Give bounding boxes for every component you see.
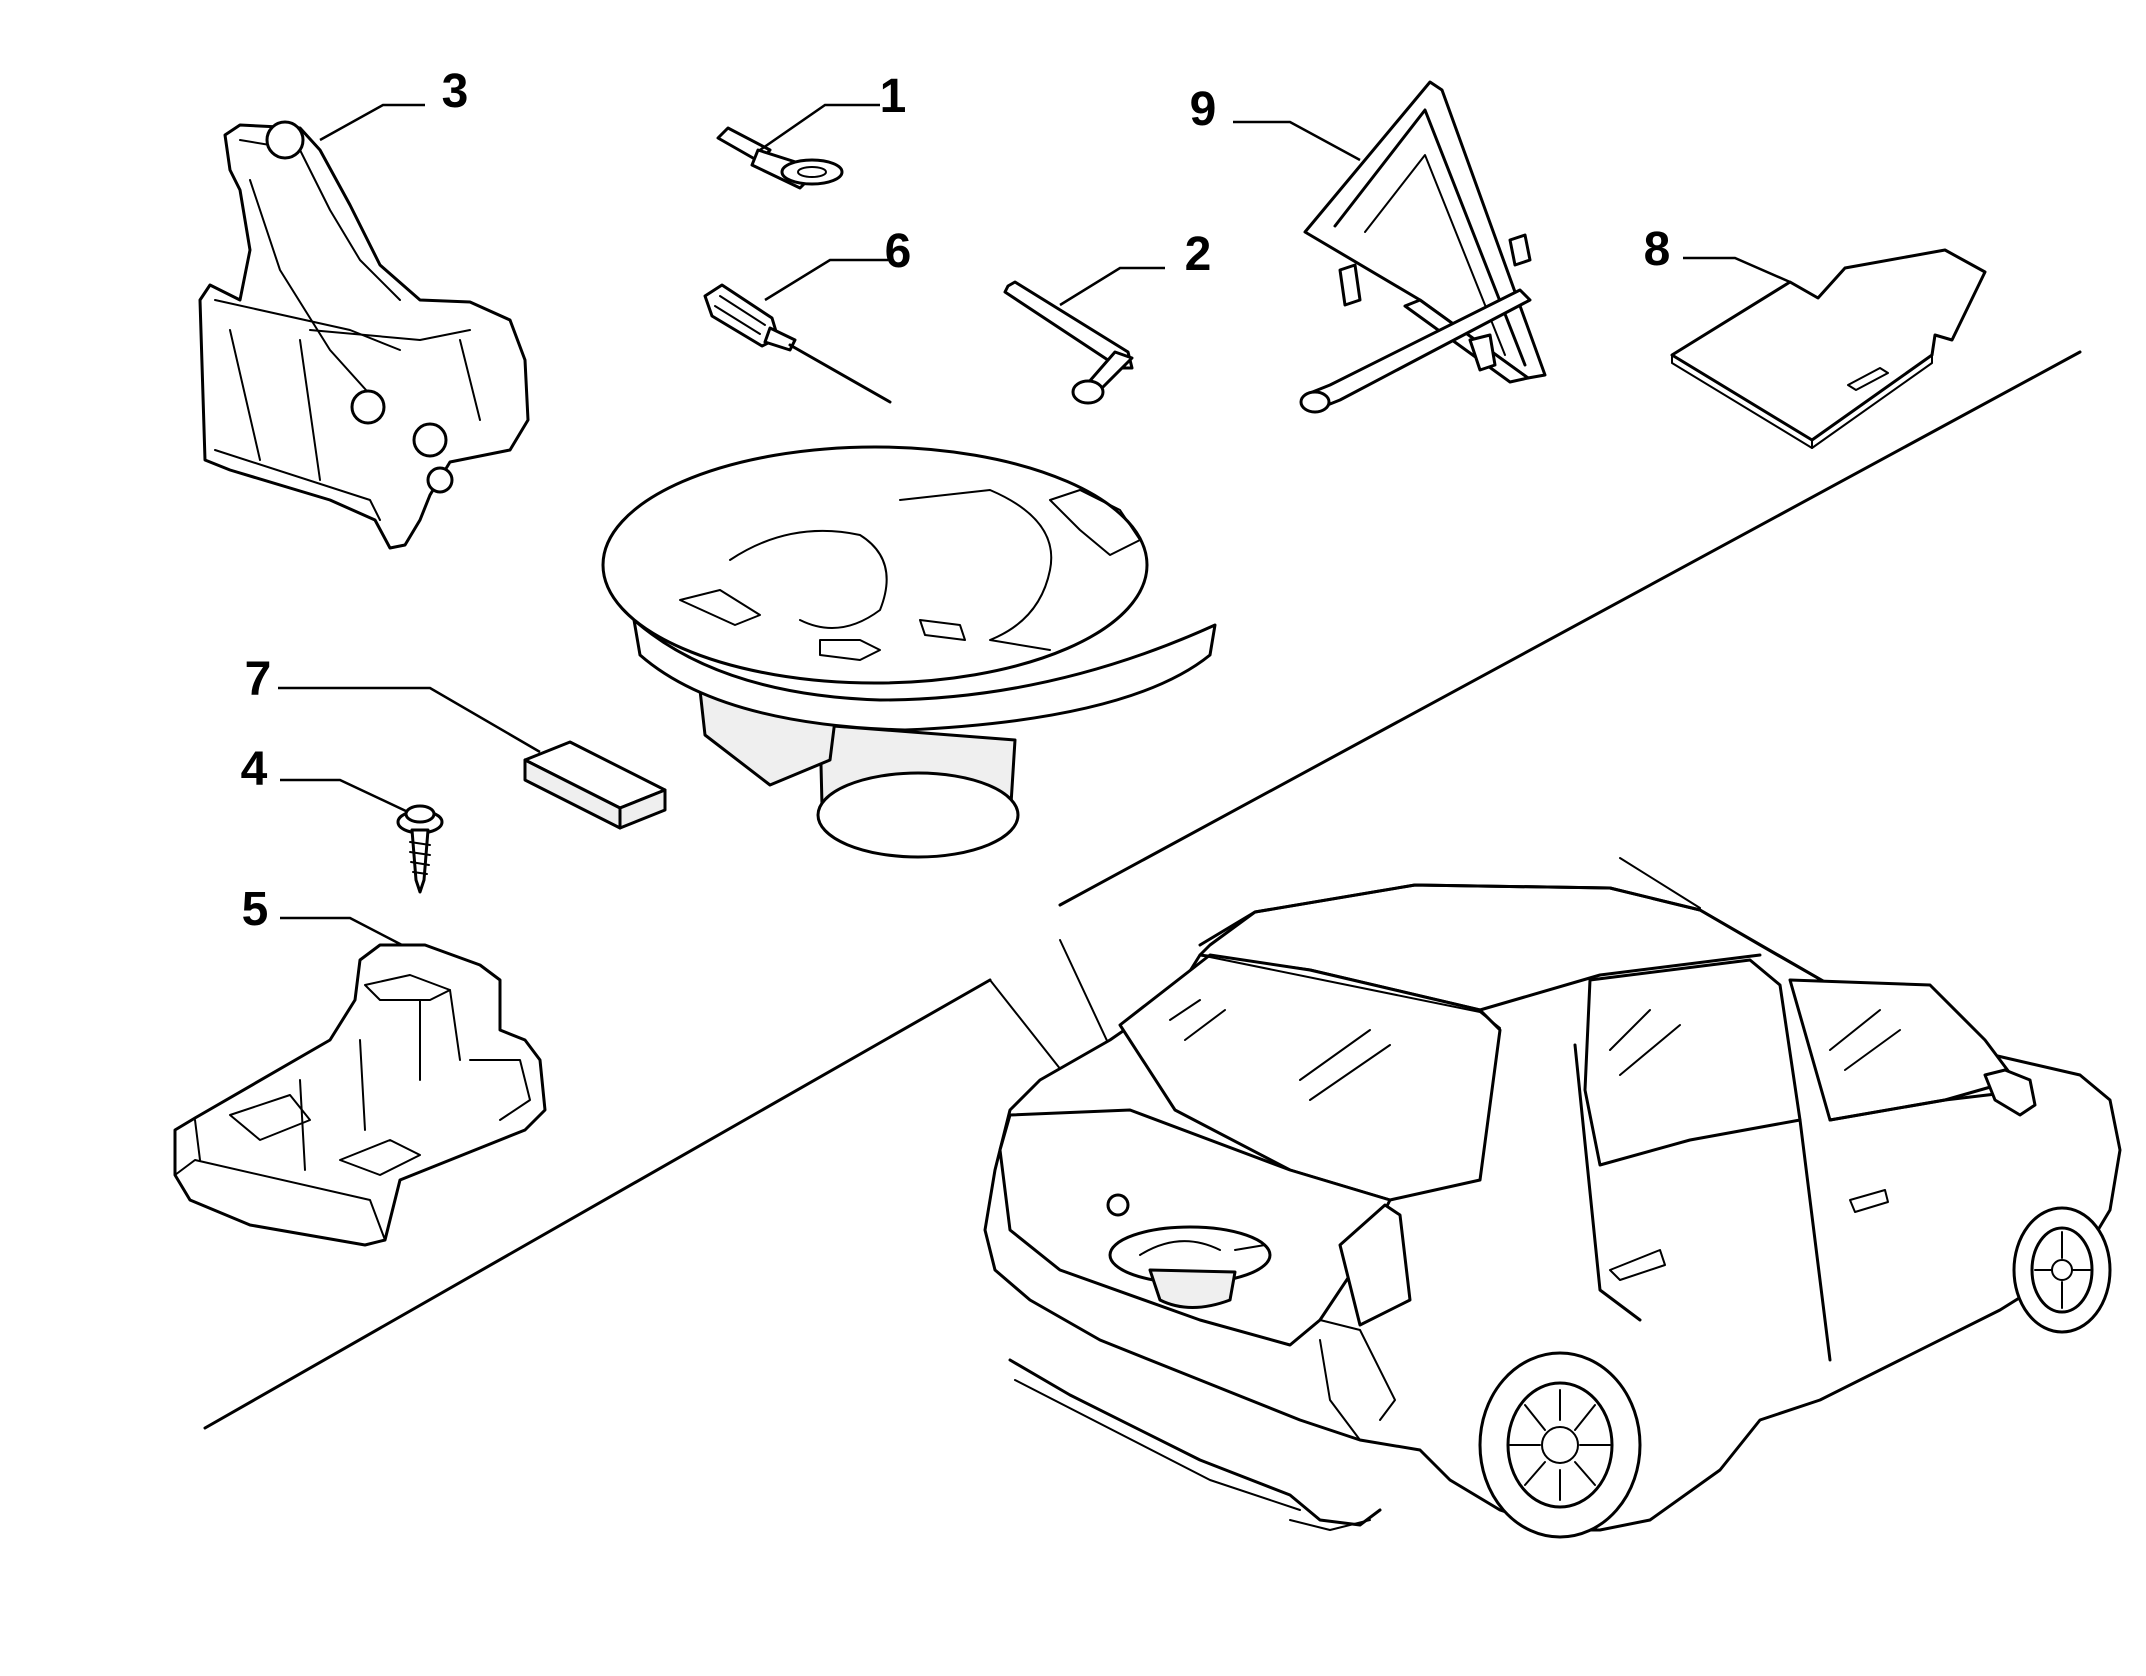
callout-7: 7	[245, 653, 272, 706]
leader-6	[764, 258, 888, 302]
screwdriver	[703, 283, 892, 404]
spare-wheel-foam	[601, 445, 1217, 859]
callout-3: 3	[442, 65, 469, 118]
separator-line-right	[1058, 350, 2082, 907]
callout-4: 4	[241, 743, 268, 796]
leader-2	[1059, 266, 1165, 307]
wheel-wrench	[1003, 280, 1134, 405]
car-illustration	[983, 857, 2122, 1539]
callout-9: 9	[1190, 83, 1217, 136]
instruction-pouch	[1670, 248, 1987, 449]
callout-5: 5	[242, 883, 269, 936]
leader-9	[1233, 120, 1361, 162]
callout-2: 2	[1185, 228, 1212, 281]
leader-8	[1683, 256, 1791, 284]
leader-7	[278, 686, 541, 754]
tool-tray	[173, 943, 547, 1247]
separator-line-left	[203, 978, 992, 1430]
leader-lines	[278, 103, 1791, 947]
car-jack	[198, 120, 530, 550]
leader-3	[319, 103, 425, 142]
wheel-bolt-tow-eye	[716, 126, 844, 190]
leader-4	[280, 778, 409, 814]
callout-6: 6	[885, 225, 912, 278]
callout-8: 8	[1644, 223, 1671, 276]
callout-1: 1	[880, 70, 907, 123]
warning-triangle	[1299, 80, 1547, 414]
leader-5	[280, 916, 403, 947]
leader-1	[759, 103, 880, 152]
screw	[396, 804, 444, 894]
pad	[523, 740, 667, 830]
